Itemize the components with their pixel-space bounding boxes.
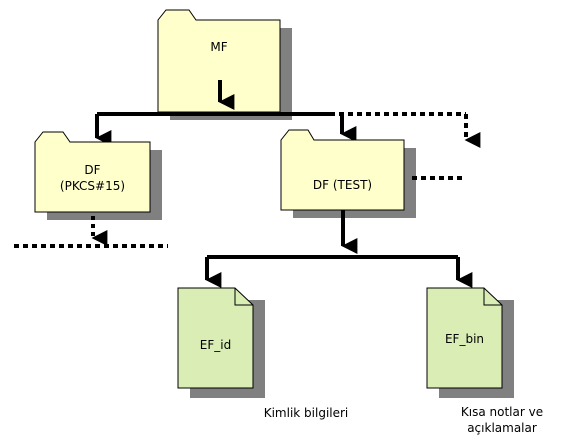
df-pkcs-label-line1: DF xyxy=(84,163,101,177)
ef-bin-label: EF_bin xyxy=(444,332,485,346)
df-test-children-connector xyxy=(205,210,473,288)
ef-id-label: EF_id xyxy=(199,338,232,352)
mf-folder-icon xyxy=(157,9,292,120)
mf-children-connector xyxy=(95,80,481,148)
df-pkcs-children-connector xyxy=(14,216,168,248)
df-test-folder-icon xyxy=(280,129,416,218)
df-test-label: DF (TEST) xyxy=(312,178,373,192)
df-pkcs-folder-icon xyxy=(34,131,162,220)
ef-bin-caption-line1: Kısa notlar ve xyxy=(460,405,544,419)
mf-label: MF xyxy=(210,40,228,54)
ef-id-caption: Kimlik bilgileri xyxy=(263,406,349,420)
df-pkcs-label-line2: (PKCS#15) xyxy=(59,179,126,193)
ef-id-file-icon xyxy=(177,287,265,398)
ef-bin-caption-line2: açıklamalar xyxy=(467,421,537,435)
ef-bin-file-icon xyxy=(426,287,514,398)
